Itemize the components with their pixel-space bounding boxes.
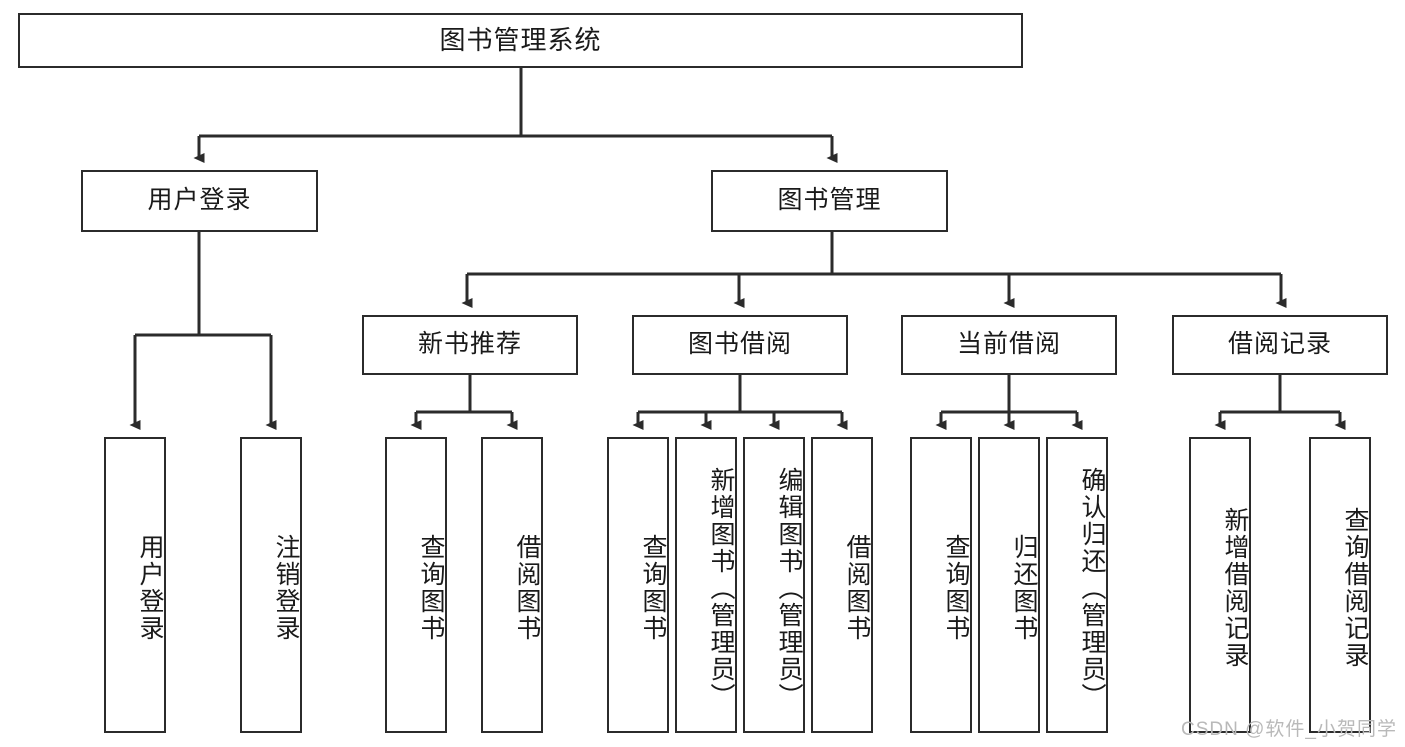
node-label: 确认归还（管理员） bbox=[1078, 466, 1106, 710]
node-label: 当前借阅 bbox=[956, 330, 1061, 359]
node-label: 查询图书 bbox=[639, 534, 667, 642]
leaf-new-book-query[interactable]: 查询图书 bbox=[385, 437, 447, 733]
node-label: 图书管理 bbox=[777, 186, 882, 215]
node-label: 借阅记录 bbox=[1227, 330, 1332, 359]
leaf-current-query-book[interactable]: 查询图书 bbox=[910, 437, 972, 733]
node-label: 新增借阅记录 bbox=[1221, 507, 1249, 669]
node-label: 用户登录 bbox=[136, 534, 164, 642]
leaf-record-add[interactable]: 新增借阅记录 bbox=[1189, 437, 1251, 733]
leaf-user-login-signin[interactable]: 用户登录 bbox=[104, 437, 166, 733]
node-label: 编辑图书（管理员） bbox=[775, 466, 803, 710]
leaf-borrow-query-book[interactable]: 查询图书 bbox=[607, 437, 669, 733]
leaf-borrow-edit-book-admin[interactable]: 编辑图书（管理员） bbox=[743, 437, 805, 733]
node-label: 归还图书 bbox=[1010, 534, 1038, 642]
node-current-borrow[interactable]: 当前借阅 bbox=[901, 315, 1117, 375]
leaf-borrow-borrow-book[interactable]: 借阅图书 bbox=[811, 437, 873, 733]
node-label: 新书推荐 bbox=[417, 330, 522, 359]
leaf-borrow-add-book-admin[interactable]: 新增图书（管理员） bbox=[675, 437, 737, 733]
node-label: 借阅图书 bbox=[843, 534, 871, 642]
node-root-system[interactable]: 图书管理系统 bbox=[18, 13, 1023, 68]
node-borrow-record[interactable]: 借阅记录 bbox=[1172, 315, 1388, 375]
node-label: 查询图书 bbox=[942, 534, 970, 642]
node-new-book-recommend[interactable]: 新书推荐 bbox=[362, 315, 578, 375]
node-label: 查询借阅记录 bbox=[1341, 507, 1369, 669]
node-book-management[interactable]: 图书管理 bbox=[711, 170, 948, 232]
node-book-borrow[interactable]: 图书借阅 bbox=[632, 315, 848, 375]
node-label: 注销登录 bbox=[272, 534, 300, 642]
leaf-current-confirm-return-admin[interactable]: 确认归还（管理员） bbox=[1046, 437, 1108, 733]
node-label: 图书借阅 bbox=[687, 330, 792, 359]
leaf-record-query[interactable]: 查询借阅记录 bbox=[1309, 437, 1371, 733]
leaf-current-return-book[interactable]: 归还图书 bbox=[978, 437, 1040, 733]
node-user-login[interactable]: 用户登录 bbox=[81, 170, 318, 232]
node-label: 借阅图书 bbox=[513, 534, 541, 642]
leaf-new-book-borrow[interactable]: 借阅图书 bbox=[481, 437, 543, 733]
node-label: 查询图书 bbox=[417, 534, 445, 642]
leaf-user-login-signout[interactable]: 注销登录 bbox=[240, 437, 302, 733]
node-label: 用户登录 bbox=[147, 186, 252, 215]
node-label: 新增图书（管理员） bbox=[707, 466, 735, 710]
node-label: 图书管理系统 bbox=[439, 25, 602, 56]
